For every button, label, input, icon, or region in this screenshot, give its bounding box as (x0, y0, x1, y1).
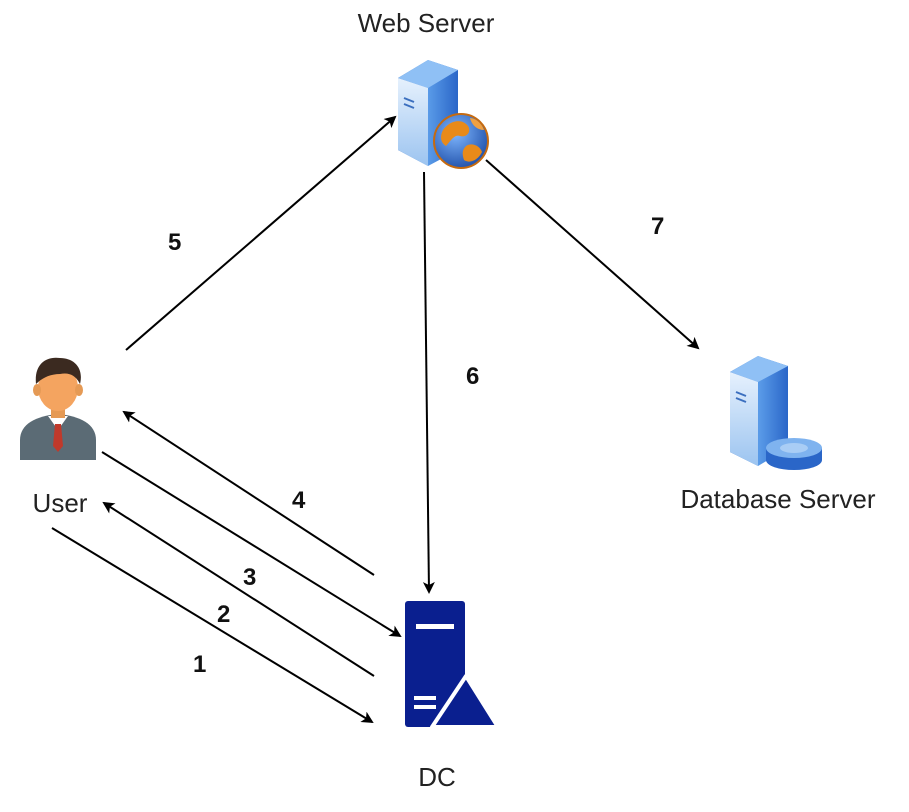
database-server-node[interactable]: Database Server (680, 356, 876, 514)
step-label-5: 5 (168, 229, 181, 256)
step-label-3: 3 (243, 564, 256, 591)
step-label-1: 1 (193, 651, 206, 678)
edge-dc-to-user-2 (102, 501, 375, 677)
user-node[interactable]: User (20, 357, 96, 518)
user-label: User (33, 488, 88, 518)
database-server-icon (730, 356, 822, 470)
step-label-7: 7 (651, 213, 664, 240)
user-icon (20, 357, 96, 460)
edge-dc-to-user-4 (122, 410, 375, 576)
dc-label: DC (418, 762, 456, 792)
edge-webserver-to-database (485, 159, 700, 350)
domain-controller-icon (405, 601, 500, 729)
web-server-node[interactable]: Web Server (358, 8, 495, 169)
web-server-icon (398, 60, 489, 169)
dc-node[interactable]: DC (405, 601, 500, 792)
step-label-2: 2 (217, 601, 230, 628)
edge-webserver-to-dc (422, 171, 435, 594)
step-label-6: 6 (466, 363, 479, 390)
edge-user-to-dc-1 (51, 527, 374, 724)
edge-user-to-dc-3 (101, 451, 402, 638)
edge-user-to-webserver (125, 115, 397, 351)
web-server-label: Web Server (358, 8, 495, 38)
step-label-4: 4 (292, 487, 306, 514)
database-server-label: Database Server (680, 484, 875, 514)
